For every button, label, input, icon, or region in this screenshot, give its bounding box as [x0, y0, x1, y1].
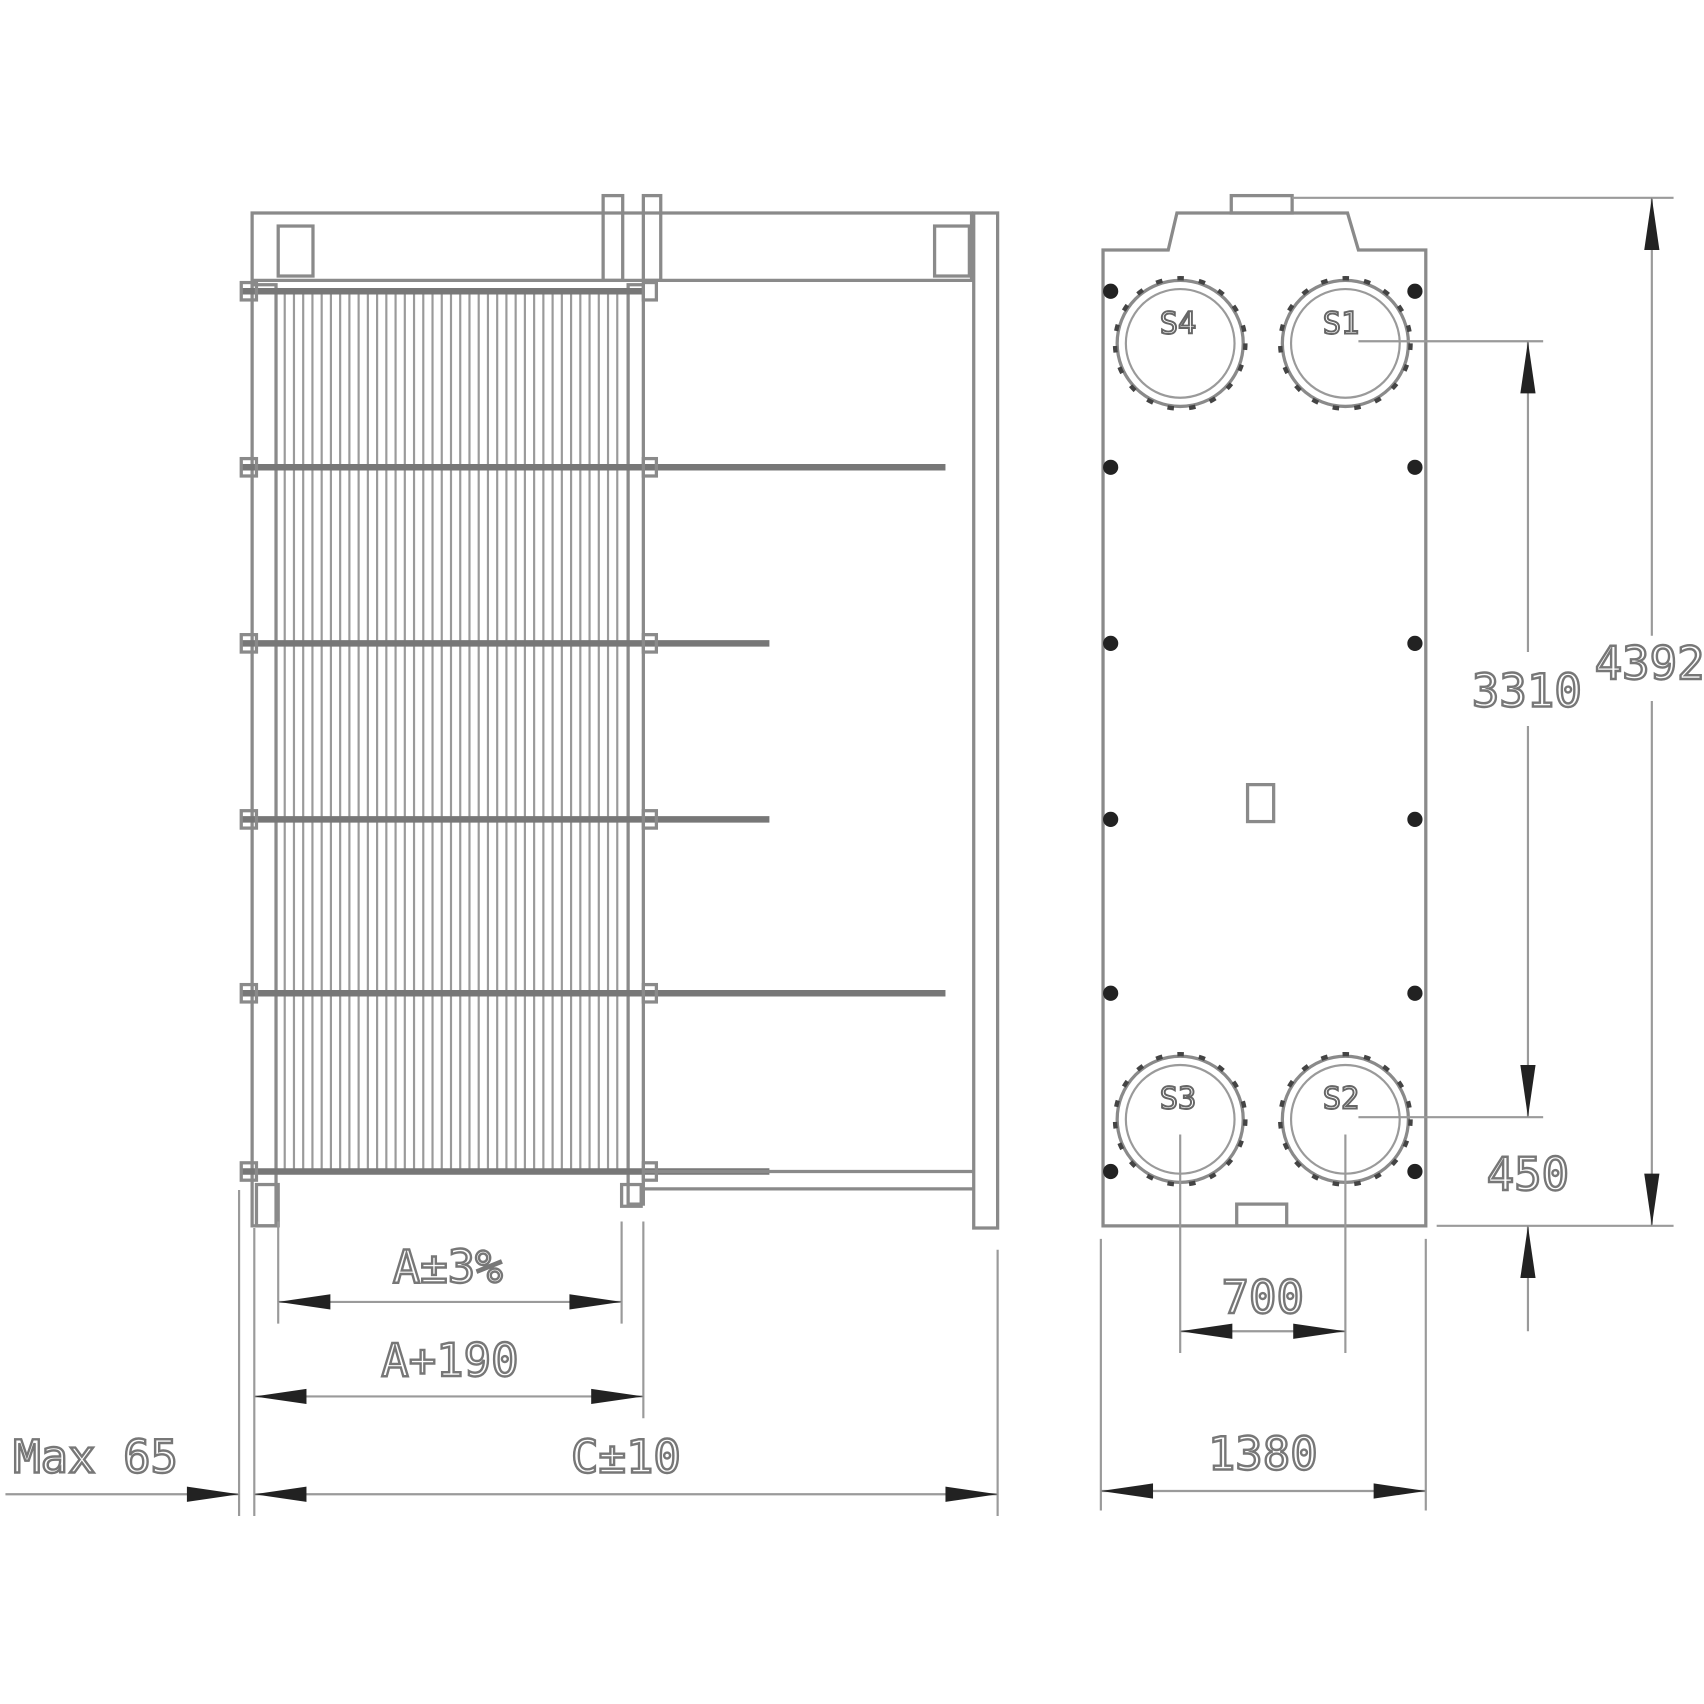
- frame-bolt-icon: [1103, 985, 1119, 1001]
- dim-total-height: 4392: [1595, 637, 1704, 690]
- bolt-nut: [641, 280, 659, 302]
- top-carrying-bar: [250, 211, 974, 283]
- bolt-nut: [641, 633, 659, 654]
- pressure-plate-top: [601, 193, 625, 283]
- frame-bolt-icon: [1407, 985, 1423, 1001]
- frame-bolt-icon: [1103, 459, 1119, 475]
- ports: [1112, 276, 1413, 1187]
- tightening-bolts: [239, 280, 946, 1182]
- side-view: [239, 193, 1000, 1230]
- frame-plate-outline: [1101, 211, 1428, 1228]
- port-bolt-ring: [1112, 276, 1248, 411]
- front-dimensions: 700 1380 3310 4392 450: [1099, 197, 1704, 1511]
- frame-bolt-icon: [1103, 635, 1119, 651]
- roller-right: [932, 224, 971, 278]
- frame-bolt-icon: [1103, 811, 1119, 828]
- dim-port-spacing-v: 3310: [1472, 664, 1582, 717]
- roller-left: [276, 224, 315, 278]
- dim-port-spacing-h: 700: [1222, 1271, 1304, 1324]
- port-bolt-ring: [1278, 1051, 1413, 1187]
- port-label-s4: S4: [1160, 307, 1197, 342]
- port-label-s3: S3: [1160, 1081, 1197, 1116]
- port-bolt-ring: [1278, 276, 1413, 411]
- port-flange: [1115, 278, 1245, 409]
- dim-frame-inner: A+190: [381, 1334, 518, 1387]
- foot-right: [619, 1182, 643, 1208]
- frame-bolt-icon: [1407, 811, 1423, 828]
- bolt-nut: [239, 809, 259, 830]
- top-bar-section: [1229, 193, 1294, 215]
- bolt-nut: [641, 982, 659, 1004]
- dim-width: 1380: [1208, 1427, 1318, 1480]
- port-bolt-ring: [1112, 1051, 1248, 1187]
- side-dimensions: A±3% A+190 C±10 Max 65: [5, 1189, 999, 1516]
- pressure-plate-top-2: [641, 193, 663, 283]
- bolt-nut: [239, 280, 259, 302]
- frame-bolt-icon: [1103, 283, 1119, 299]
- bolt-nut: [641, 809, 659, 830]
- frame-bolt-icon: [1407, 1163, 1423, 1180]
- front-view: S4 S1 S3 S2: [1101, 193, 1674, 1228]
- frame-bolt-icon: [1407, 459, 1423, 475]
- port-label-s2: S2: [1323, 1081, 1360, 1116]
- foot-left: [254, 1182, 280, 1228]
- frame-bolt-icon: [1407, 283, 1423, 299]
- bolt-nut: [239, 633, 259, 654]
- frame-bolts: [1103, 283, 1423, 1180]
- frame-bolt-icon: [1407, 635, 1423, 651]
- port-opening: [1289, 287, 1401, 399]
- frame-bolt-icon: [1103, 1163, 1119, 1180]
- pressure-plate: [626, 283, 645, 1206]
- bolt-nut: [239, 1161, 259, 1182]
- port-opening: [1124, 287, 1236, 399]
- plate-pack: [283, 293, 619, 1172]
- dim-pack-length: A±3%: [393, 1240, 503, 1293]
- port-label-s1: S1: [1323, 307, 1360, 342]
- dim-overhang: Max 65: [13, 1431, 178, 1484]
- nameplate: [1245, 782, 1276, 824]
- bolt-nut: [239, 456, 259, 478]
- bolt-nut: [239, 982, 259, 1004]
- bottom-notch: [1235, 1202, 1289, 1228]
- fixed-frame-plate: [250, 283, 278, 1228]
- port-flange: [1280, 278, 1411, 409]
- dim-overall: C±10: [571, 1431, 681, 1484]
- dim-bottom-offset: 450: [1487, 1148, 1569, 1201]
- bolt-nut: [641, 456, 659, 478]
- support-column: [972, 211, 1000, 1230]
